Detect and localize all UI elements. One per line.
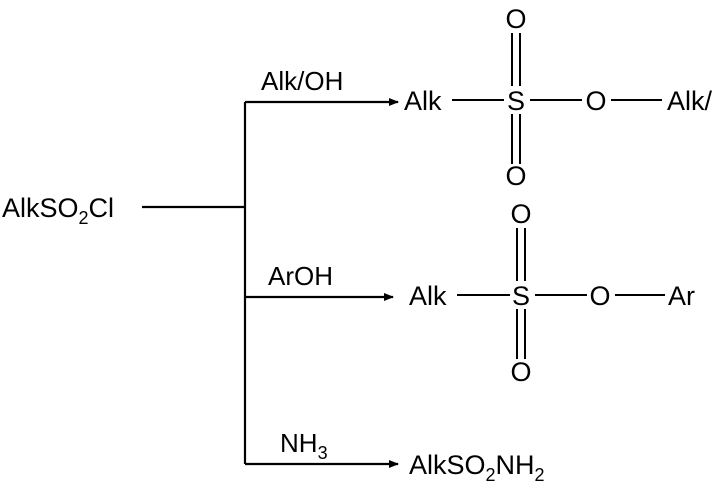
product-top-oxo-bottom: O	[505, 161, 526, 191]
product-middle-left-group: Alk	[409, 281, 447, 311]
reagent-top-label: Alk/OH	[261, 66, 343, 96]
product-top-structure: Alk S O O O Alk/	[404, 4, 713, 191]
product-bottom-formula: AlkSO2NH2	[409, 450, 545, 485]
product-top-sulfur: S	[507, 86, 525, 116]
reagent-bottom-label: NH3	[280, 428, 328, 463]
product-middle-right-group: Ar	[668, 281, 695, 311]
reactant-formula: AlkSO2Cl	[2, 193, 114, 228]
product-middle-sulfur: S	[512, 281, 530, 311]
product-top-ester-oxygen: O	[585, 86, 606, 116]
product-middle-ester-oxygen: O	[589, 281, 610, 311]
product-middle-structure: Alk S O O O Ar	[409, 199, 695, 387]
product-top-oxo-top: O	[505, 4, 526, 34]
product-middle-oxo-top: O	[510, 199, 531, 229]
product-top-left-group: Alk	[404, 86, 442, 116]
product-top-right-group: Alk/	[667, 86, 713, 116]
reagent-middle-label: ArOH	[268, 261, 333, 291]
product-middle-oxo-bottom: O	[510, 357, 531, 387]
